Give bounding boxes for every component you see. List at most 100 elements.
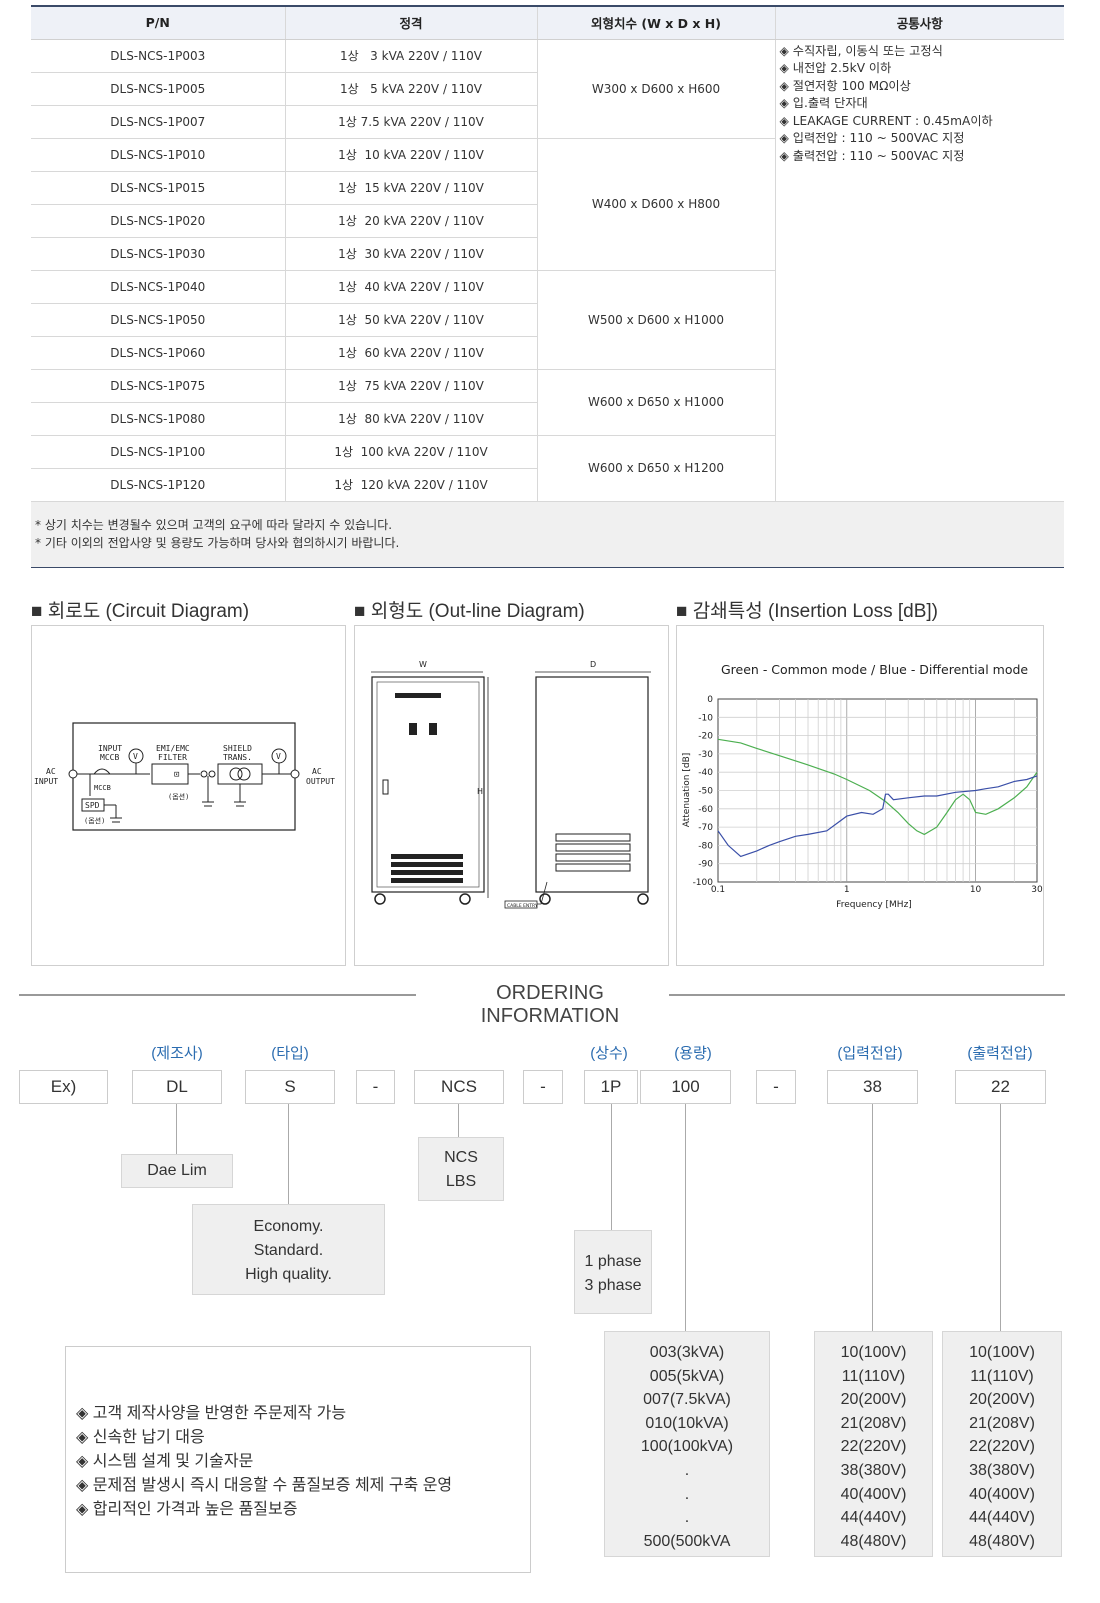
feature-item: ◈ 문제점 발생시 즉시 대응할 수 품질보증 체제 구축 운영 [76,1477,453,1494]
series-option: NCS [444,1149,478,1166]
ordering-rule-left [19,994,416,996]
output-voltage-option: 11(110V) [970,1367,1034,1385]
feature-list: ◈ 고객 제작사양을 반영한 주문제작 가능◈ 신속한 납기 대응◈ 시스템 설… [65,1346,531,1573]
dimension: W600 x D650 x H1000 [537,369,776,436]
x-tick-label: 1 [844,885,850,895]
output-voltage-option: 44(440V) [969,1509,1035,1527]
rating: 1상 5 kVA 220V / 110V [285,72,538,106]
rating: 1상 100 kVA 220V / 110V [285,435,538,469]
filter-label: FILTER [158,753,187,762]
spec-table: P/N 정격 외형치수 (W x D x H) 공통사항 DLS-NCS-1P0… [31,5,1064,568]
rating: 1상 75 kVA 220V / 110V [285,369,538,403]
capacity-option: 100(100kVA) [640,1438,734,1456]
capacity-option: . [684,1485,690,1503]
filter-option-label: (옵션) [168,792,189,801]
ac-input-label: INPUT [34,777,58,786]
x-tick-label: 0.1 [711,885,725,895]
loss-chart-box: Green - Common mode / Blue - Differentia… [676,625,1044,966]
common-spec-item: ◈ 출력전압 : 110 ~ 500VAC 지정 [779,149,965,164]
series-desc: NCS LBS [418,1137,504,1201]
ac-output-label: OUTPUT [306,777,335,786]
connector-line [611,1104,612,1230]
code-maker: DL [132,1070,222,1104]
capacity-option: . [684,1509,690,1527]
output-voltage-option: 21(208V) [969,1414,1035,1432]
connector-line [288,1104,289,1204]
dimension: W500 x D600 x H1000 [537,270,776,370]
y-tick-label: -30 [698,750,713,760]
note-line: * 상기 치수는 변경될수 있으며 고객의 요구에 따라 달라지 수 있습니다. [35,517,393,532]
type-desc: Economy. Standard. High quality. [192,1204,385,1295]
phase-desc: 1 phase 3 phase [574,1230,652,1314]
connector-line [685,1104,686,1331]
feature-item: ◈ 신속한 납기 대응 [76,1429,205,1446]
input-voltage-option: 44(440V) [840,1509,907,1527]
note-line: * 기타 이외의 전압사양 및 용량도 가능하며 당사와 협의하시기 바랍니다. [35,535,400,550]
spd-option-label: (옵션) [84,816,105,825]
head-output: (출력전압) [967,1045,1033,1062]
width-label: W [419,660,427,669]
rating: 1상 15 kVA 220V / 110V [285,171,538,205]
part-number: DLS-NCS-1P100 [31,435,286,469]
capacity-option: . [684,1461,690,1479]
height-label: H [477,787,483,796]
head-phase: (상수) [590,1045,628,1062]
capacity-option: 003(3kVA) [649,1344,725,1361]
head-capacity: (용량) [674,1045,712,1062]
capacity-option: 005(5kVA) [649,1367,725,1385]
common-spec-item: ◈ 수직자립, 이동식 또는 고정식 [779,43,943,58]
head-type: (타입) [271,1045,309,1062]
code-dash: - [356,1070,395,1104]
type-option: Economy. [253,1218,324,1235]
type-option: High quality. [245,1266,332,1283]
code-output: 22 [955,1070,1046,1104]
output-voltage-option: 38(380V) [969,1461,1035,1479]
head-input: (입력전압) [837,1045,903,1062]
input-mccb-label: MCCB [100,753,119,762]
insertion-loss-chart: Green - Common mode / Blue - Differentia… [682,662,1043,910]
circuit-title: ■ 회로도 (Circuit Diagram) [31,601,250,622]
y-tick-label: -70 [698,823,713,833]
capacity-option: 007(7.5kVA) [643,1391,731,1409]
y-tick-label: -100 [693,878,714,888]
spd-label: SPD [85,801,100,810]
ordering-rule-right [669,994,1065,996]
part-number: DLS-NCS-1P003 [31,39,286,73]
connector-line [176,1104,177,1154]
series-option: LBS [445,1173,477,1190]
code-example: Ex) [19,1070,108,1104]
chart-title: Green - Common mode / Blue - Differentia… [721,662,1028,677]
connector-line [458,1104,459,1137]
y-tick-label: -90 [698,860,713,870]
loss-title: ■ 감쇄특성 (Insertion Loss [dB]) [676,601,938,622]
code-phase: 1P [584,1070,638,1104]
input-voltage-option: 38(380V) [840,1461,907,1479]
part-number: DLS-NCS-1P060 [31,336,286,370]
input-voltage-option: 21(208V) [840,1414,907,1432]
x-tick-label: 30 [1031,885,1043,895]
output-voltage-option: 40(400V) [969,1485,1035,1503]
dimension: W400 x D600 x H800 [537,138,776,271]
capacity-option: 500(500kVA [643,1532,731,1550]
outline-diagram-box: W H D CABLE ENTRY [354,625,669,966]
output-voltage-desc: 10(100V)11(110V)20(200V)21(208V)22(220V)… [942,1331,1062,1557]
ordering-title: ORDERING INFORMATION [480,982,620,1027]
col-common: 공통사항 [775,7,1064,40]
y-tick-label: -80 [698,841,713,851]
x-tick-label: 10 [970,885,982,895]
rating: 1상 120 kVA 220V / 110V [285,468,538,502]
rating: 1상 80 kVA 220V / 110V [285,402,538,436]
input-voltage-option: 10(100V) [840,1344,907,1361]
feature-item: ◈ 고객 제작사양을 반영한 주문제작 가능 [76,1405,347,1422]
feature-item: ◈ 합리적인 가격과 높은 품질보증 [76,1501,298,1518]
voltmeter-label: V [276,752,281,761]
input-voltage-desc: 10(100V)11(110V)20(200V)21(208V)22(220V)… [814,1331,933,1557]
common-spec-item: ◈ 입력전압 : 110 ~ 500VAC 지정 [779,131,965,146]
